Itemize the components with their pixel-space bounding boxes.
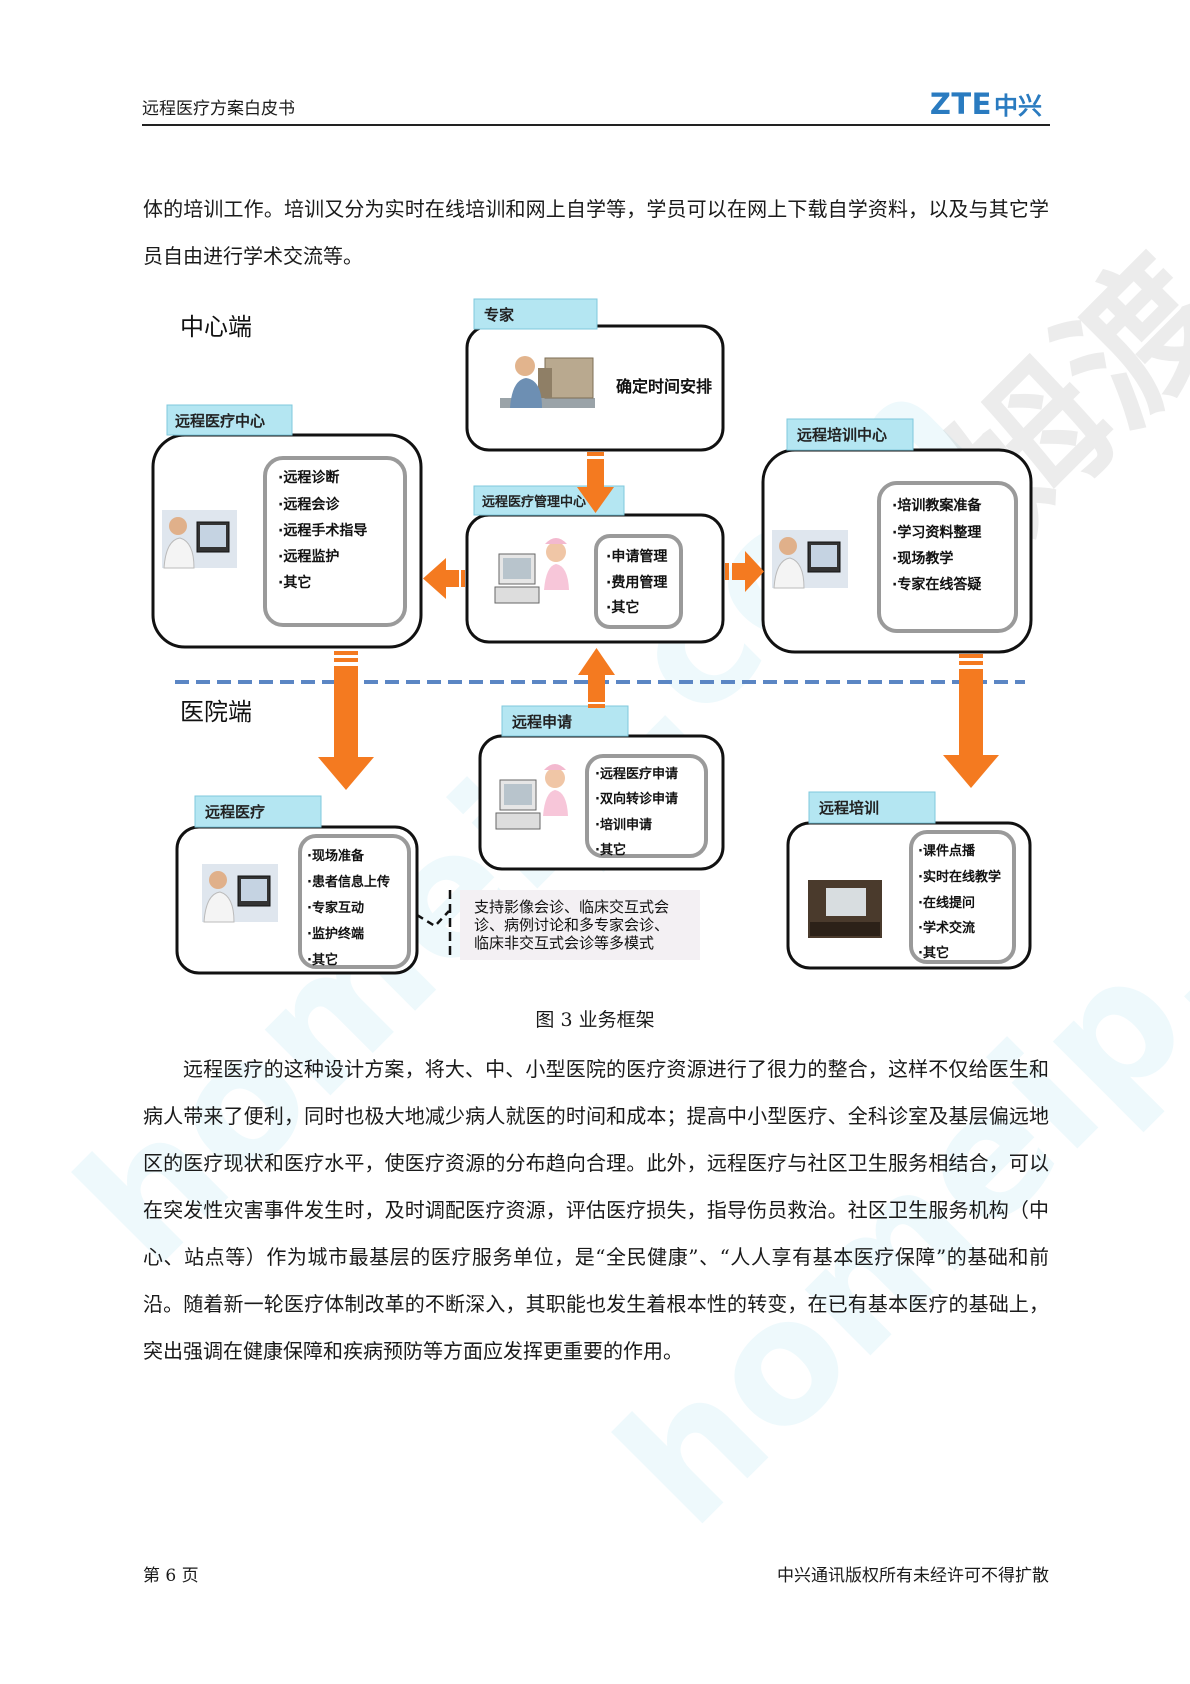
service-item: ·其它	[606, 599, 639, 616]
arrow-application-to-management	[578, 648, 615, 708]
remote-application-tab	[501, 705, 629, 737]
management-center-service-list	[594, 534, 683, 629]
business-framework-diagram: 中心端 医院端 专家 确定时间安排 远程医疗中心 ·远程诊断 ·远程	[151, 298, 1033, 975]
lecture-room-icon	[808, 880, 882, 938]
doctor-at-computer-icon	[202, 864, 278, 923]
hospital-remote-training-service-list	[909, 830, 1016, 964]
body-paragraph: 远程医疗的这种设计方案，将大、中、小型医院的医疗资源进行了很力的整合，这样不仅给…	[143, 1057, 1049, 1363]
section-label-center: 中心端	[180, 313, 252, 341]
service-item: ·远程诊断	[278, 469, 339, 486]
hospital-remote-training-node: 远程培训 ·课件点播 ·实时在线教学 ·在线提问 ·学术交流 ·其它	[786, 791, 1032, 970]
note-line: 临床非交互式会诊等多模式	[474, 934, 654, 952]
figure-caption: 图 3 业务框架	[535, 1009, 655, 1031]
service-item: ·专家在线答疑	[892, 576, 981, 593]
service-item: ·远程监护	[278, 548, 339, 565]
management-center-node: 远程医疗管理中心 ·申请管理 ·费用管理 ·其它	[465, 485, 725, 644]
service-item: ·患者信息上传	[307, 874, 390, 890]
expert-task-text: 确定时间安排	[616, 377, 712, 396]
nurse-with-computer-icon	[494, 538, 569, 604]
logo-chinese: 中兴	[994, 92, 1042, 120]
expert-tab	[473, 298, 598, 330]
remote-application-node: 远程申请 ·远程医疗申请 ·双向转诊申请 ·培训申请 ·其它	[478, 705, 725, 871]
intro-paragraph: 体的培训工作。培训又分为实时在线培训和网上自学等，学员可以在网上下载自学资料，以…	[143, 197, 1049, 268]
service-item: ·其它	[918, 945, 949, 961]
remote-application-service-list	[585, 754, 708, 858]
note-line: 支持影像会诊、临床交互式会	[474, 898, 669, 916]
service-item: ·培训申请	[595, 817, 652, 833]
remote-training-center-service-list	[877, 481, 1018, 633]
service-item: ·培训教案准备	[892, 497, 982, 514]
service-item: ·申请管理	[606, 548, 667, 565]
arrow-management-to-center	[423, 558, 465, 599]
hospital-remote-medical-tab	[194, 795, 322, 828]
nurse-with-computer-icon	[495, 764, 568, 830]
remote-training-center-tab	[786, 418, 914, 451]
page-header: 远程医疗方案白皮书 ZTE 中兴	[142, 87, 1050, 126]
service-item: ·课件点播	[918, 843, 976, 859]
hospital-remote-training-tab	[808, 791, 936, 824]
hospital-remote-medical-node: 远程医疗 ·现场准备 ·患者信息上传 ·专家互动 ·监护终端 ·其它	[175, 795, 419, 975]
service-item: ·费用管理	[606, 574, 667, 591]
arrow-management-to-training-center	[725, 551, 764, 592]
remote-medical-center-service-list	[263, 456, 407, 627]
note-pointer	[416, 910, 450, 928]
zte-logo: ZTE 中兴	[930, 86, 1042, 121]
note-background	[460, 890, 700, 960]
service-item: ·其它	[307, 952, 338, 968]
service-item: ·其它	[595, 842, 626, 858]
service-item: ·现场准备	[307, 848, 365, 864]
hospital-remote-medical-service-list	[298, 834, 411, 969]
page-number: 第 6 页	[143, 1566, 199, 1586]
service-item: ·远程会诊	[278, 496, 340, 513]
hospital-remote-training-tab-label: 远程培训	[819, 799, 879, 817]
service-item: ·学习资料整理	[892, 524, 981, 541]
remote-application-tab-label: 远程申请	[512, 713, 572, 731]
remote-training-center-tab-label: 远程培训中心	[797, 426, 887, 444]
management-center-tab-label: 远程医疗管理中心	[482, 494, 586, 510]
remote-medical-center-tab	[166, 404, 293, 436]
logo-latin: ZTE	[929, 87, 992, 121]
doctor-at-computer-icon	[162, 510, 237, 569]
service-item: ·远程医疗申请	[595, 766, 678, 782]
copyright-notice: 中兴通讯版权所有未经许可不得扩散	[777, 1566, 1049, 1586]
remote-medical-center-node: 远程医疗中心 ·远程诊断 ·远程会诊 ·远程手术指导 ·远程监护 ·其它	[151, 404, 423, 649]
service-item: ·在线提问	[918, 895, 975, 911]
hospital-remote-medical-tab-label: 远程医疗	[205, 803, 265, 821]
service-item: ·监护终端	[307, 926, 364, 942]
expert-tab-label: 专家	[484, 306, 514, 324]
document-title: 远程医疗方案白皮书	[142, 99, 295, 119]
remote-medical-center-tab-label: 远程医疗中心	[175, 412, 265, 430]
note-line: 诊、病例讨论和多专家会诊、	[474, 916, 669, 934]
arrow-expert-to-management	[577, 452, 614, 513]
arrow-center-to-hospital-medical	[318, 651, 374, 790]
service-item: ·远程手术指导	[278, 522, 367, 539]
expert-at-computer-icon	[500, 356, 595, 408]
arrow-training-center-to-hospital-training	[943, 654, 999, 788]
expert-node: 专家 确定时间安排	[465, 298, 725, 452]
remote-training-center-node: 远程培训中心 ·培训教案准备 ·学习资料整理 ·现场教学 ·专家在线答疑	[761, 418, 1033, 654]
consultation-modes-note: 支持影像会诊、临床交互式会 诊、病例讨论和多专家会诊、 临床非交互式会诊等多模式	[416, 890, 700, 960]
service-item: ·双向转诊申请	[595, 791, 678, 807]
service-item: ·实时在线教学	[918, 869, 1001, 885]
service-item: ·专家互动	[307, 900, 364, 916]
section-label-hospital: 医院端	[180, 698, 252, 726]
service-item: ·学术交流	[918, 920, 975, 936]
service-item: ·现场教学	[892, 550, 953, 567]
service-item: ·其它	[278, 574, 311, 591]
trainer-at-computer-icon	[772, 530, 848, 589]
